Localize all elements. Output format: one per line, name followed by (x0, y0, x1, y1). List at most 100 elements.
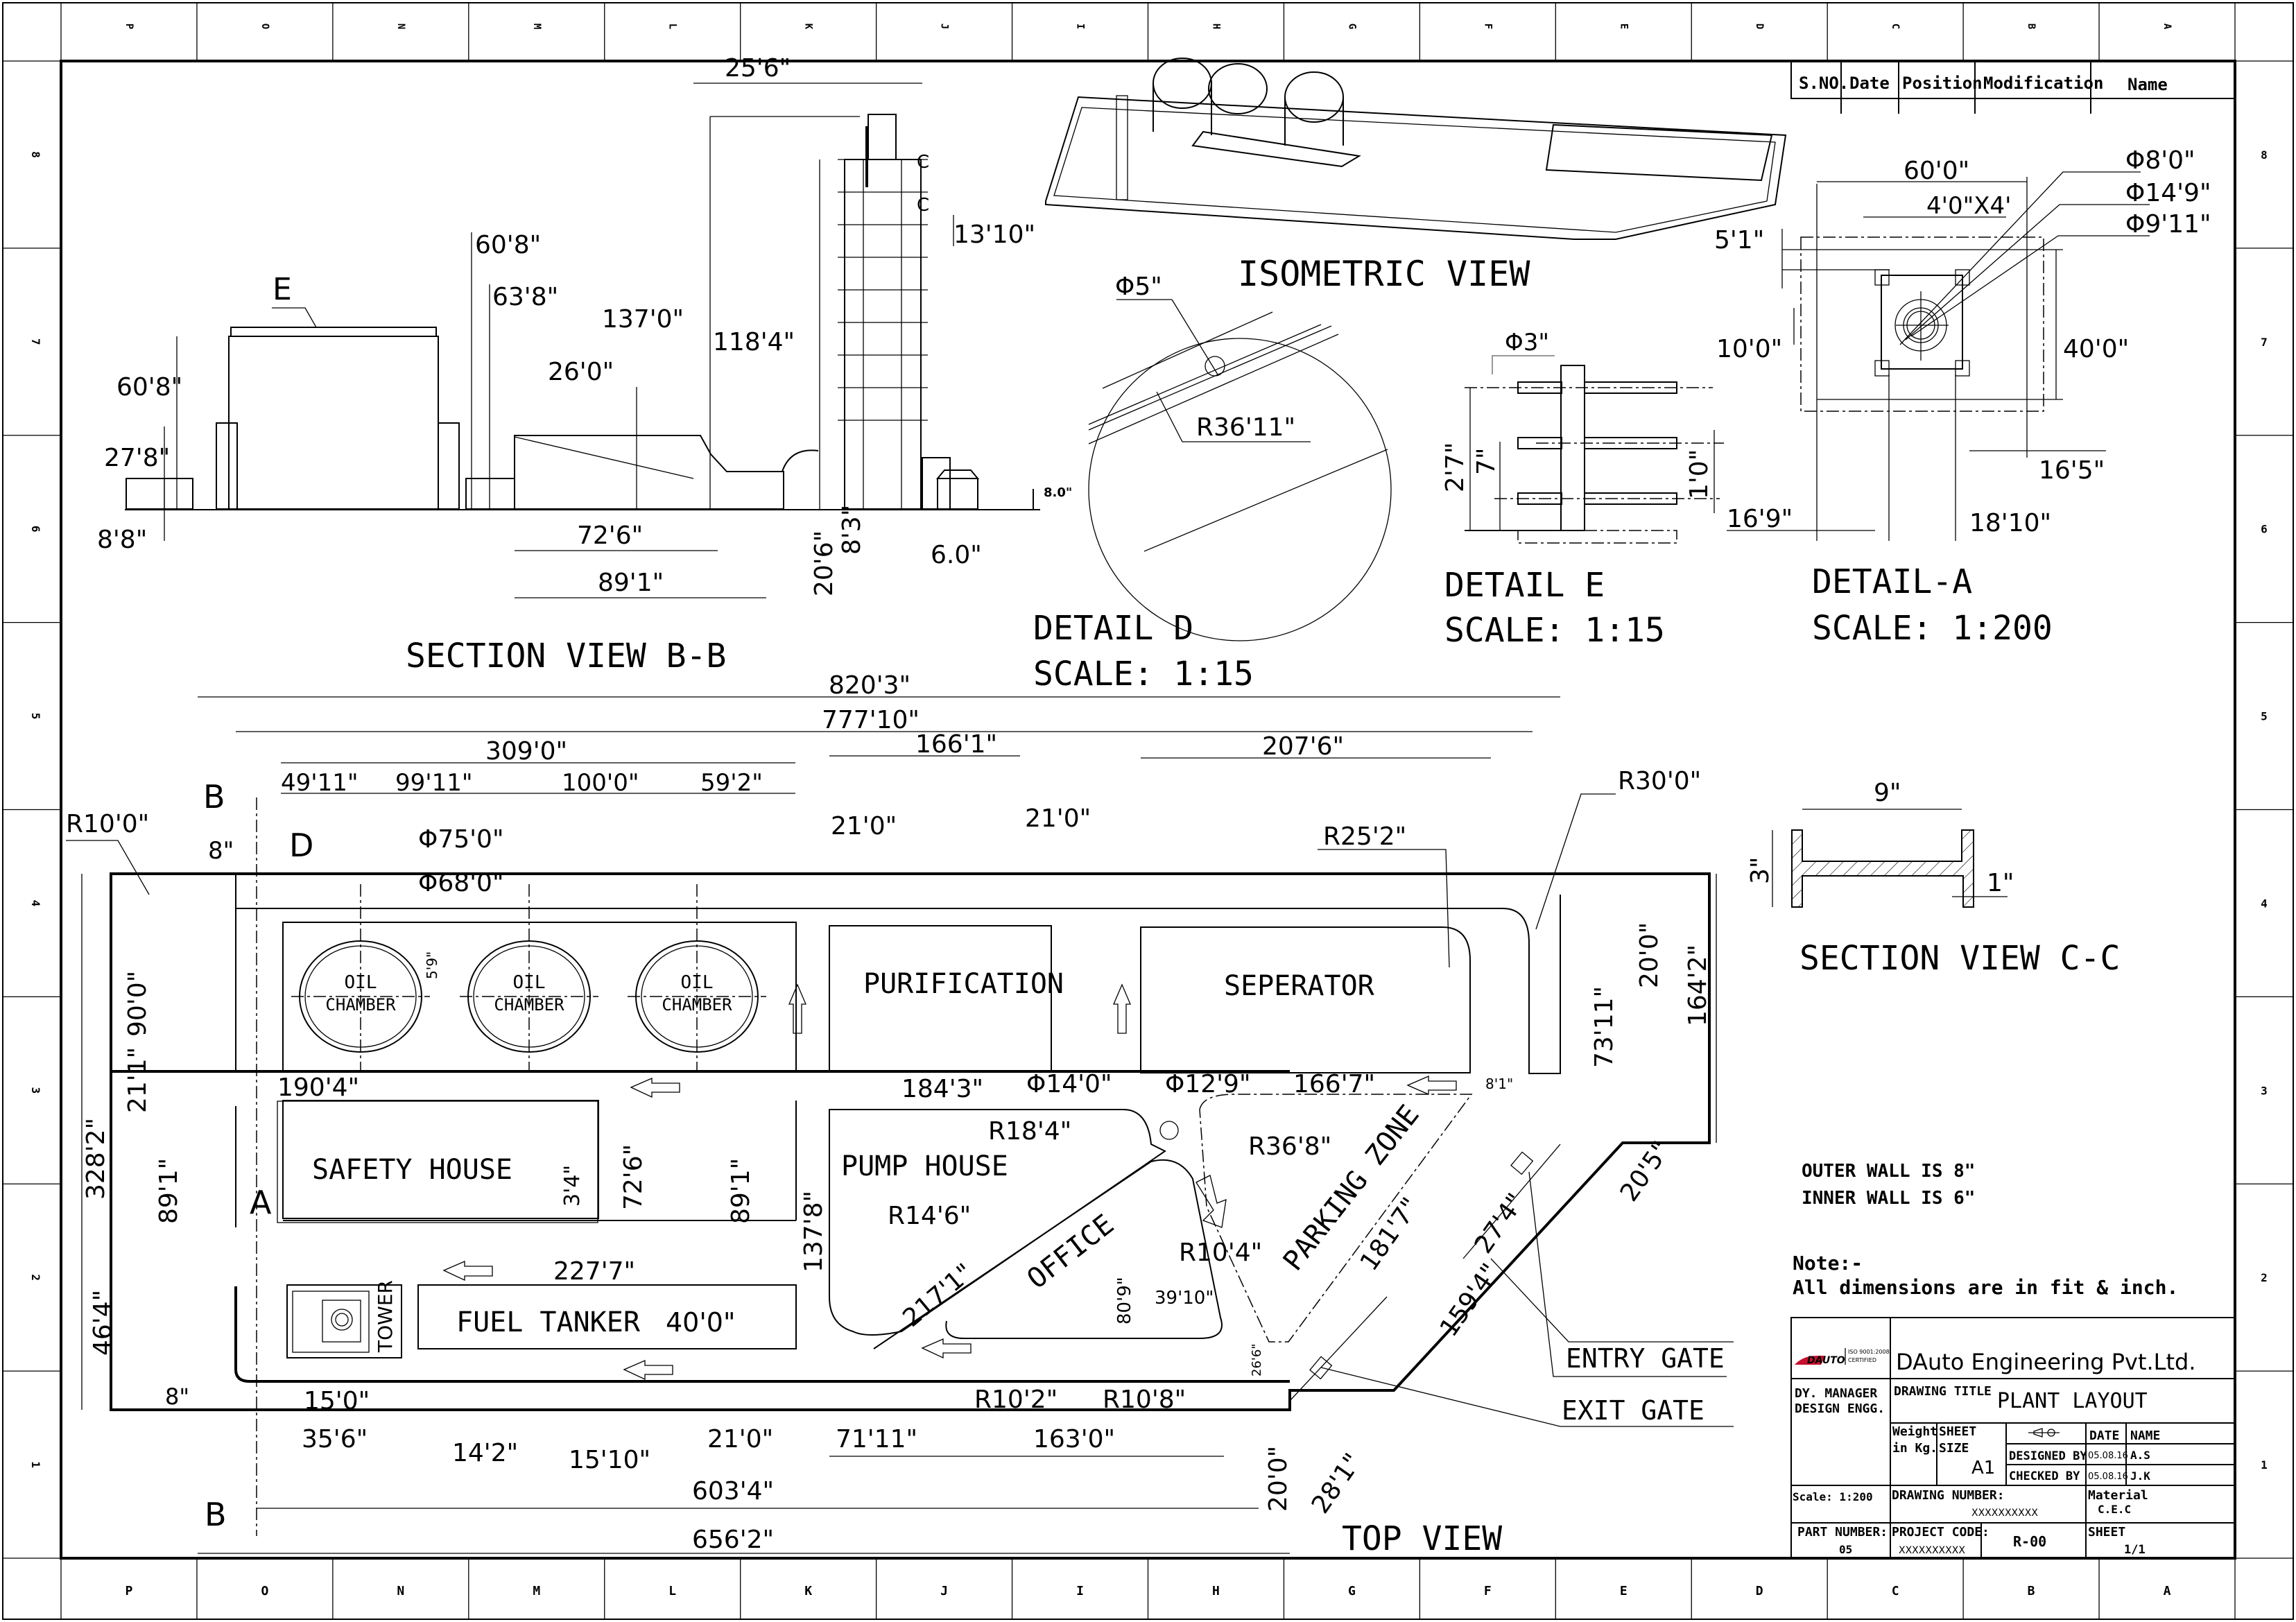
right-step-box (465, 478, 515, 510)
detail-d-hole (1205, 356, 1225, 377)
revision-header-name: Name (2127, 75, 2168, 94)
zone-row-label-right: 1 (2261, 1458, 2268, 1472)
dim-16-9: 16'9" (1727, 505, 1793, 533)
detail-d-line (1088, 324, 1322, 425)
dim-phi12-9: Φ12'9" (1165, 1070, 1251, 1098)
dim-309-0: 309'0" (485, 737, 567, 766)
section-view-cc: 9" 3" 1" SECTION VIEW C-C (1746, 779, 2120, 978)
notes: OUTER WALL IS 8" INNER WALL IS 6" Note:-… (1793, 1161, 2178, 1299)
leader (1492, 355, 1555, 374)
dim-60-8-left: 60'8" (116, 373, 182, 402)
label-entry-gate: ENTRY GATE (1566, 1343, 1725, 1374)
checked-by-label: CHECKED BY (2009, 1469, 2080, 1483)
sheet-size-label-2: SIZE (1939, 1441, 1969, 1456)
tower-base (322, 1300, 361, 1343)
revision-header-modification: Modification (1983, 74, 2103, 93)
detail-d-circle (1088, 338, 1392, 641)
inner-wall-note: INNER WALL IS 6" (1802, 1188, 1975, 1209)
base-plate (1517, 530, 1677, 544)
label-oil-chamber-line2: CHAMBER (325, 995, 396, 1015)
zone-col-label-top: P (123, 24, 135, 29)
zone-col-label-top: N (395, 24, 406, 29)
dim-72-6: 72'6" (619, 1144, 648, 1210)
dim-60-0: 60'0" (1904, 157, 1969, 185)
dim-184-3: 184'3" (901, 1075, 983, 1103)
detail-a-title: DETAIL-A (1812, 562, 1972, 601)
tower-side-box (922, 457, 951, 510)
iso-slab-inner (1053, 107, 1776, 233)
dim-28-1: 28'1" (1306, 1449, 1367, 1519)
tower-ring (331, 1309, 353, 1331)
dim-8-1: 8'1" (1485, 1076, 1513, 1092)
iso-line-2: CERTIFIED (1848, 1357, 1876, 1363)
part-number-label: PART NUMBER: (1797, 1525, 1888, 1539)
zone-col-label-bottom: P (126, 1584, 133, 1598)
dim-71-11: 71'11" (836, 1425, 917, 1453)
zone-col-label-bottom: J (940, 1584, 948, 1598)
dim-90-0: 90'0" (123, 971, 152, 1037)
callout-e-leader (272, 307, 317, 328)
label-fuel-tanker: FUEL TANKER (456, 1306, 641, 1338)
dim-656-2: 656'2" (692, 1526, 774, 1554)
dim-phi14: Φ14'0" (1026, 1070, 1112, 1098)
zone-row-label-right: 4 (2261, 897, 2268, 910)
section-view-bb: E 60'8" 27'8" 8'8" 60'8" 63'8" 26'0" 137… (97, 54, 1072, 675)
zone-col-label-bottom: N (397, 1584, 404, 1598)
bottom-road (234, 1286, 1290, 1383)
leader (1535, 793, 1616, 930)
left-wall (216, 422, 238, 510)
room-safety-house (282, 1100, 599, 1219)
weight-label-2: in Kg. (1892, 1441, 1937, 1456)
detail-e: Φ3" 2'7" 7" 1'0" DETAIL E SCALE: 1:15 (1441, 329, 1724, 650)
pier (1955, 360, 1970, 377)
checked-name: J.K (2130, 1469, 2150, 1483)
company-name: DAuto Engineering Pvt.Ltd. (1896, 1349, 2196, 1375)
zone-row-label-right: 6 (2261, 523, 2268, 536)
zone-col-label-top: L (667, 24, 678, 29)
dim-27-8: 27'8" (104, 444, 170, 472)
dim-20-0-r: 20'0" (1635, 922, 1664, 988)
arrow-left-icon (442, 1261, 493, 1282)
detail-e-title: DETAIL E (1444, 566, 1605, 605)
leader (66, 840, 150, 895)
zone-col-label-top: B (2026, 24, 2037, 29)
part-number: 05 (1839, 1543, 1852, 1556)
dim-r36-8: R36'8" (1248, 1132, 1331, 1161)
dim-phi14-9: Φ14'9" (2125, 179, 2211, 207)
leader (1490, 1258, 1734, 1343)
dim-r10-0: R10'0" (66, 810, 149, 838)
dim-25-6: 25'6" (725, 54, 791, 83)
dim-10-0: 10'0" (1716, 335, 1782, 363)
zone-col-label-bottom: O (261, 1584, 268, 1598)
dim-phi75: Φ75'0" (418, 825, 504, 854)
dim-15-10: 15'10" (569, 1446, 650, 1474)
drawing-title-label: DRAWING TITLE (1894, 1384, 1992, 1399)
zone-col-label-bottom: M (533, 1584, 540, 1598)
zone-col-label-bottom: H (1212, 1584, 1220, 1598)
material-label: Material (2088, 1488, 2148, 1503)
sheet-size: A1 (1971, 1458, 1995, 1478)
inner-road-edge (236, 895, 1561, 1074)
role-line-1: DY. MANAGER (1795, 1386, 1877, 1401)
arrow-up-icon (1113, 983, 1131, 1034)
title-block: DAUTO ISO 9001:2008 CERTIFIED DAuto Engi… (1790, 1317, 2236, 1559)
dim-5-1: 5'1" (1714, 226, 1764, 254)
post (1560, 365, 1585, 531)
zone-col-label-top: O (259, 24, 270, 29)
zone-row-label-left: 5 (29, 713, 42, 720)
dim-18-10: 18'10" (1969, 509, 2051, 537)
isometric-title: ISOMETRIC VIEW (1238, 254, 1530, 294)
leader (1156, 391, 1311, 442)
tower-box (286, 1284, 402, 1358)
small-hut (937, 478, 978, 510)
pier (1874, 360, 1890, 377)
project-code: XXXXXXXXXX (1899, 1545, 1965, 1556)
logo-swoosh-icon (1795, 1356, 1825, 1365)
detail-a-dashed-outline (1800, 236, 2044, 412)
dim-r36-11: R36'11" (1196, 413, 1295, 442)
exit-gate-marker (1309, 1356, 1333, 1380)
dim-60-8-top: 60'8" (475, 231, 541, 259)
logo-text: DAUTO (1807, 1355, 1845, 1366)
